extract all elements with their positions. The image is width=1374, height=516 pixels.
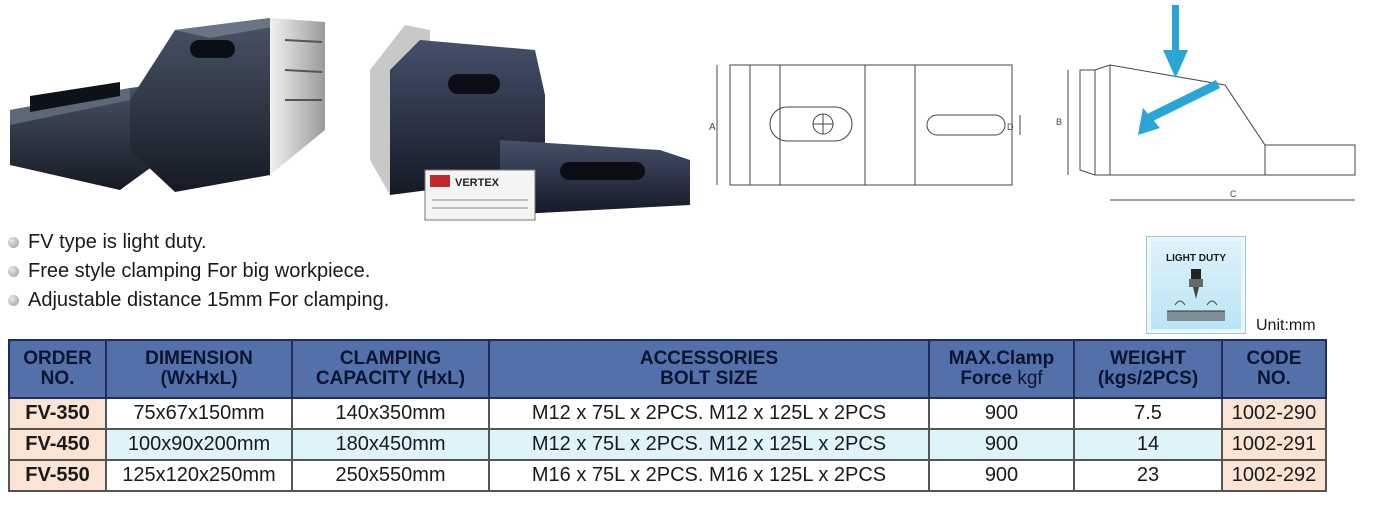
cell-capacity: 250x550mm bbox=[291, 459, 490, 492]
header-weight: WEIGHT(kgs/2PCS) bbox=[1073, 339, 1223, 399]
dim-label-a: A bbox=[709, 122, 716, 133]
cell-capacity: 140x350mm bbox=[291, 397, 490, 430]
cell-capacity: 180x450mm bbox=[291, 428, 490, 461]
table-row: FV-450 100x90x200mm 180x450mm M12 x 75L … bbox=[8, 428, 1327, 461]
cell-dimension: 100x90x200mm bbox=[105, 428, 293, 461]
cell-bolts: M12 x 75L x 2PCS. M12 x 125L x 2PCS bbox=[488, 397, 930, 430]
cell-order: FV-450 bbox=[8, 428, 107, 461]
bullet-icon bbox=[8, 266, 19, 277]
clamp-force-arrow-diagonal bbox=[1138, 80, 1220, 135]
dim-label-b: B bbox=[1056, 117, 1062, 127]
cell-force: 900 bbox=[928, 459, 1075, 492]
top-view-drawing: A D bbox=[709, 64, 1021, 186]
cell-code: 1002-292 bbox=[1221, 459, 1327, 492]
bullet-icon bbox=[8, 237, 19, 248]
clamp-force-arrow-down bbox=[1163, 5, 1188, 78]
cell-order: FV-350 bbox=[8, 397, 107, 430]
table-row: FV-350 75x67x150mm 140x350mm M12 x 75L x… bbox=[8, 397, 1327, 430]
feature-list: FV type is light duty. Free style clampi… bbox=[8, 228, 389, 315]
cell-dimension: 75x67x150mm bbox=[105, 397, 293, 430]
cell-code: 1002-291 bbox=[1221, 428, 1327, 461]
side-view-drawing: B C bbox=[1056, 5, 1356, 201]
light-duty-badge: LIGHT DUTY bbox=[1146, 236, 1246, 334]
cell-weight: 14 bbox=[1073, 428, 1223, 461]
cell-order: FV-550 bbox=[8, 459, 107, 492]
bullet-icon bbox=[8, 295, 19, 306]
cell-force: 900 bbox=[928, 397, 1075, 430]
cell-bolts: M16 x 75L x 2PCS. M16 x 125L x 2PCS bbox=[488, 459, 930, 492]
clamp-photo-right: VERTEX bbox=[370, 25, 690, 221]
tool-icon bbox=[1167, 269, 1225, 321]
clamp-photo-left bbox=[10, 18, 325, 192]
dim-label-d: D bbox=[1007, 122, 1014, 132]
cell-force: 900 bbox=[928, 428, 1075, 461]
badge-title: LIGHT DUTY bbox=[1166, 253, 1226, 264]
feature-item: FV type is light duty. bbox=[8, 228, 389, 257]
cell-weight: 7.5 bbox=[1073, 397, 1223, 430]
cell-weight: 23 bbox=[1073, 459, 1223, 492]
table-row: FV-550 125x120x250mm 250x550mm M16 x 75L… bbox=[8, 459, 1327, 492]
cell-code: 1002-290 bbox=[1221, 397, 1327, 430]
brand-label: VERTEX bbox=[455, 177, 500, 189]
cell-dimension: 125x120x250mm bbox=[105, 459, 293, 492]
cell-bolts: M12 x 75L x 2PCS. M12 x 125L x 2PCS bbox=[488, 428, 930, 461]
dim-label-c: C bbox=[1230, 189, 1237, 199]
unit-label: Unit:mm bbox=[1256, 317, 1316, 334]
feature-item: Adjustable distance 15mm For clamping. bbox=[8, 286, 389, 315]
feature-item: Free style clamping For big workpiece. bbox=[8, 257, 389, 286]
header-dimension: DIMENSION(WxHxL) bbox=[105, 339, 293, 399]
